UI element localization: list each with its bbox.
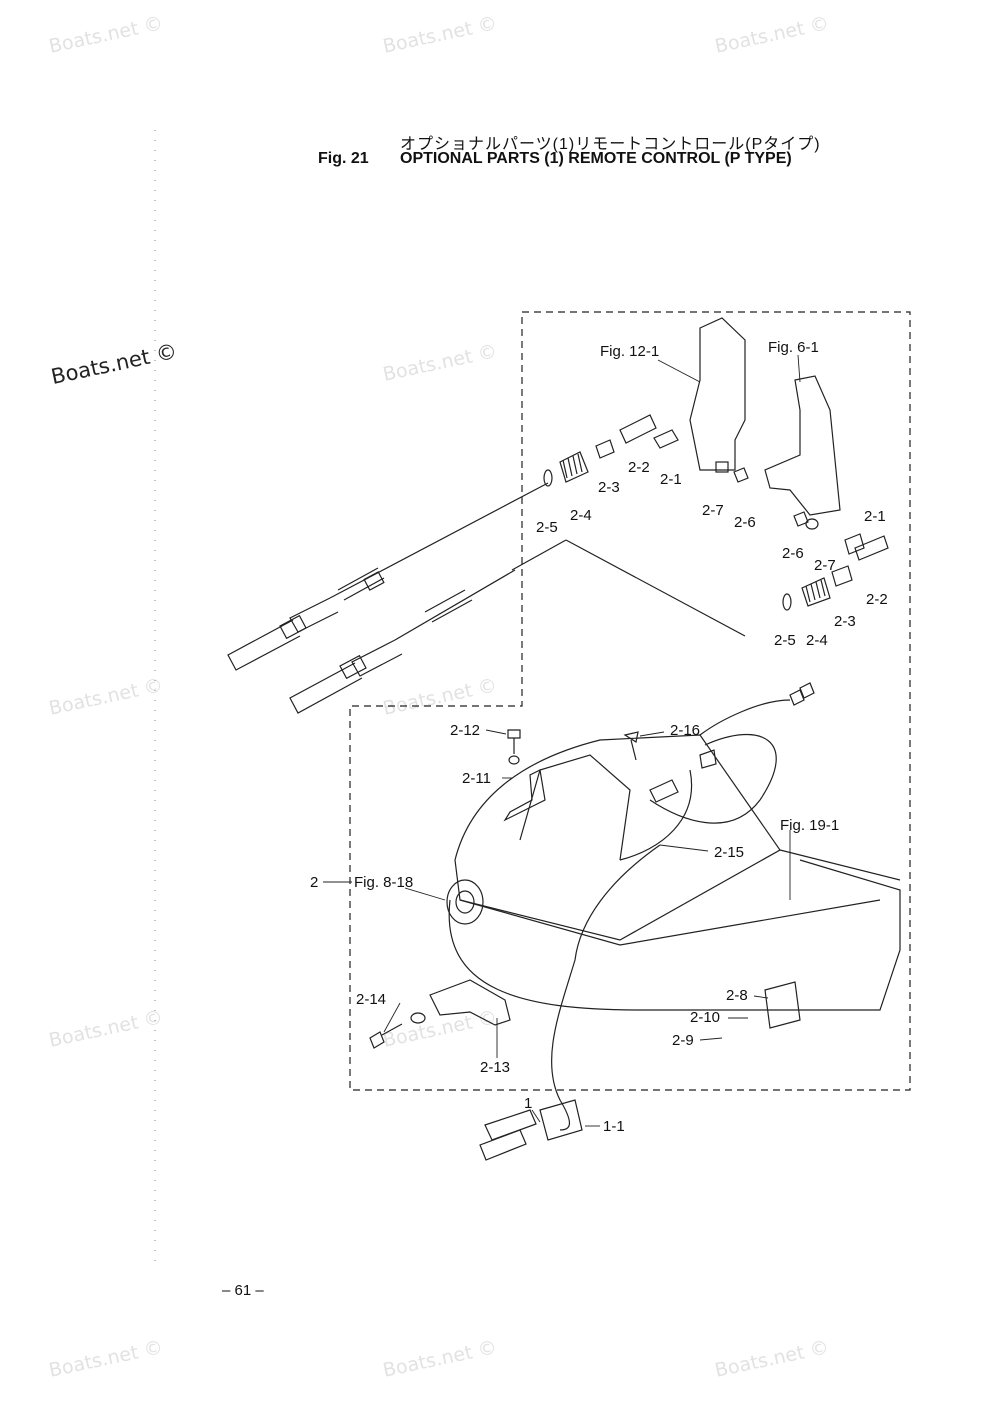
label-fig-12-1: Fig. 12-1: [600, 343, 659, 360]
label-2-1: 2-1: [864, 508, 886, 525]
bracket-2-8: [764, 981, 801, 1029]
label-2-10: 2-10: [690, 1009, 720, 1026]
label-fig-19-1: Fig. 19-1: [780, 817, 839, 834]
label-2-5: 2-5: [774, 632, 796, 649]
bracket-2-13: [429, 979, 511, 1026]
label-2-4: 2-4: [570, 507, 592, 524]
label-1: 1: [524, 1095, 532, 1112]
screw-2-16: [623, 731, 639, 761]
label-1-1: 1-1: [603, 1118, 625, 1135]
label-2-12: 2-12: [450, 722, 480, 739]
bracket-fig-12-1: [689, 317, 746, 471]
label-2-2: 2-2: [628, 459, 650, 476]
label-2-13: 2-13: [480, 1059, 510, 1076]
leader-lines: [323, 354, 801, 1127]
label-2-15: 2-15: [714, 844, 744, 861]
bolt-2-12: [507, 729, 521, 754]
label-2-6: 2-6: [734, 514, 756, 531]
control-cable-lower: [289, 539, 746, 714]
right-hardware-group: [782, 511, 889, 611]
bracket-fig-6-1: [764, 375, 841, 516]
label-2-3: 2-3: [834, 613, 856, 630]
label-2-14: 2-14: [356, 991, 386, 1008]
label-2-3: 2-3: [598, 479, 620, 496]
label-2: 2: [310, 874, 318, 891]
label-2-4: 2-4: [806, 632, 828, 649]
label-2-8: 2-8: [726, 987, 748, 1004]
japanese-title: オプショナルパーツ(1)リモートコントロール(Pタイプ): [400, 136, 821, 153]
bracket-2-11: [503, 769, 546, 822]
left-hardware-group: [543, 414, 749, 487]
fig-number: Fig. 21: [318, 150, 369, 167]
label-2-16: 2-16: [670, 722, 700, 739]
label-2-2: 2-2: [866, 591, 888, 608]
page-title: OPTIONAL PARTS (1) REMOTE CONTROL (P TYP…: [400, 150, 792, 167]
label-2-5: 2-5: [536, 519, 558, 536]
label-2-7: 2-7: [702, 502, 724, 519]
label-2-6: 2-6: [782, 545, 804, 562]
label-fig-8-18: Fig. 8-18: [354, 874, 413, 891]
control-cable-upper: [227, 482, 549, 671]
dashed-boundary: [349, 311, 911, 1091]
engine-cowl: [446, 734, 901, 1011]
wiring-harness: [479, 682, 815, 1161]
label-2-11: 2-11: [462, 770, 491, 787]
page-number: – 61 –: [222, 1282, 264, 1299]
label-2-1: 2-1: [660, 471, 682, 488]
label-2-7: 2-7: [814, 557, 836, 574]
label-2-9: 2-9: [672, 1032, 694, 1049]
bolt-2-14: [369, 1023, 403, 1049]
label-fig-6-1: Fig. 6-1: [768, 339, 819, 356]
